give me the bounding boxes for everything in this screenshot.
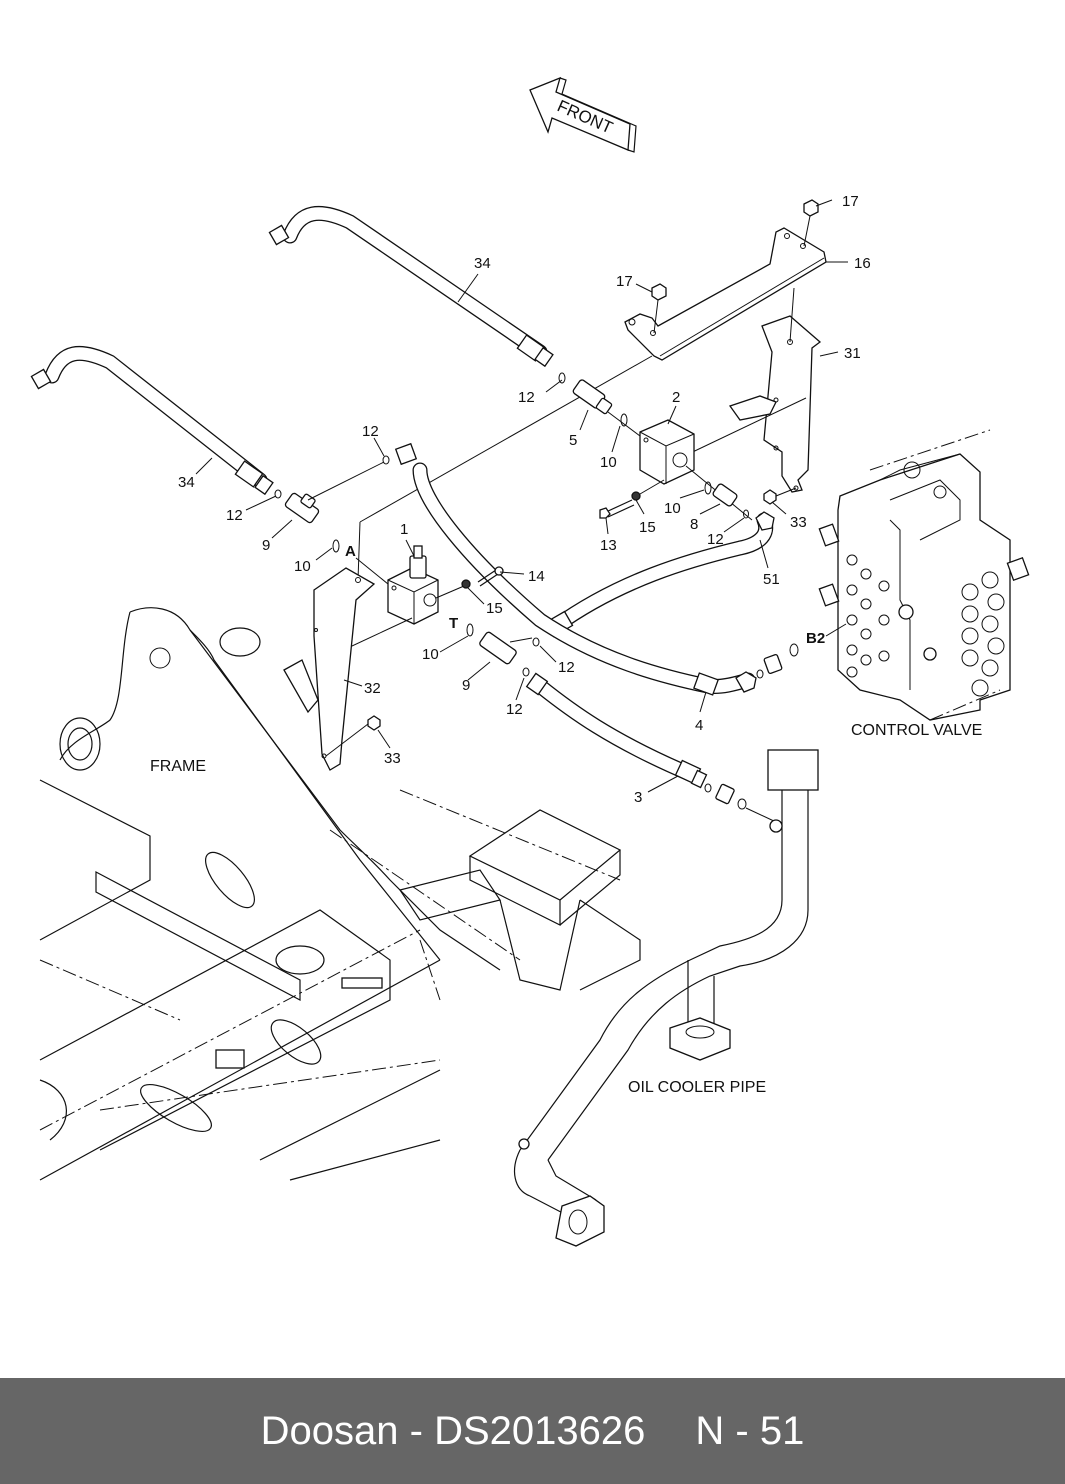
fitting-8: [712, 483, 738, 507]
caption-oil-cooler-pipe: OIL COOLER PIPE: [628, 1079, 766, 1096]
hose-4: [394, 442, 757, 696]
oring-10d: [466, 623, 474, 637]
control-valve: [818, 429, 1030, 721]
callout-17: 17: [842, 193, 859, 210]
oring-12e: [532, 637, 540, 647]
oring-3a: [704, 783, 712, 793]
oil-cooler-pipe: [513, 749, 819, 1247]
footer-bar: Doosan - DS2013626 N - 51: [0, 1378, 1065, 1484]
oring-3b: [737, 798, 747, 810]
callout-34: 34: [178, 474, 195, 491]
callout-31: 31: [844, 345, 861, 362]
footer-separator: -: [409, 1408, 423, 1453]
bolt-17-right: [803, 199, 819, 247]
frame: [39, 607, 641, 1181]
bracket-31: [728, 287, 822, 493]
bolt-33-left: [325, 715, 381, 757]
washer-15b: [461, 579, 471, 589]
oring-b2-b: [789, 643, 799, 657]
callout-2: 2: [672, 389, 680, 406]
callout-1: 1: [400, 521, 408, 538]
callout-12: 12: [518, 389, 535, 406]
bolt-33-right: [763, 487, 797, 505]
adapter-b2: [763, 654, 783, 674]
front-arrow: FRONT: [529, 76, 637, 153]
screw-14: [477, 566, 504, 587]
callout-12: 12: [362, 423, 379, 440]
callout-33: 33: [384, 750, 401, 767]
bolt-17-left: [651, 283, 667, 334]
callout-13: 13: [600, 537, 617, 554]
callout-51: 51: [763, 571, 780, 588]
footer-page-ref: N - 51: [695, 1408, 805, 1453]
callout-15: 15: [639, 519, 656, 536]
mount-line-2: [357, 521, 361, 581]
fitting-9-upper: [284, 492, 320, 524]
valve-block-2: [639, 419, 695, 485]
footer-part-number: DS2013626: [434, 1408, 646, 1453]
callout-10: 10: [600, 454, 617, 471]
callout-8: 8: [690, 516, 698, 533]
oring-12a: [558, 372, 566, 384]
bracket-32: [283, 567, 376, 771]
bolt-13: [599, 499, 635, 519]
callout-32: 32: [364, 680, 381, 697]
oring-10c: [332, 539, 340, 553]
callout-15: 15: [486, 600, 503, 617]
oring-12c: [382, 455, 390, 465]
oring-b2-a: [756, 669, 764, 679]
callout-9: 9: [262, 537, 270, 554]
hose-34-lower: [30, 346, 274, 496]
callout-14: 14: [528, 568, 545, 585]
callout-17: 17: [616, 273, 633, 290]
adapter-3: [715, 783, 735, 805]
bracket-16: [624, 227, 827, 361]
callout-4: 4: [695, 717, 703, 734]
oring-12b: [743, 509, 749, 519]
callout-10: 10: [422, 646, 439, 663]
callout-5: 5: [569, 432, 577, 449]
callout-33: 33: [790, 514, 807, 531]
callout-10: 10: [664, 500, 681, 517]
oring-12d: [274, 489, 282, 499]
callout-12: 12: [558, 659, 575, 676]
caption-frame: FRAME: [150, 758, 206, 775]
port-label-a: A: [345, 543, 356, 560]
washer-15a: [631, 491, 641, 501]
callout-3: 3: [634, 789, 642, 806]
callout-12: 12: [226, 507, 243, 524]
leader-lines: [195, 199, 848, 793]
hose-34-upper: [268, 205, 554, 368]
port-label-b2: B2: [806, 630, 825, 647]
fitting-5: [572, 379, 613, 415]
footer-brand: Doosan: [260, 1408, 399, 1453]
hose-51: [544, 511, 775, 638]
relief-valve-1: [387, 545, 439, 625]
callout-12: 12: [506, 701, 523, 718]
parts-diagram: FRONT: [30, 76, 1030, 1247]
oring-10b: [704, 481, 712, 495]
hose-3: [525, 672, 708, 789]
caption-control-valve: CONTROL VALVE: [851, 722, 982, 739]
callout-34: 34: [474, 255, 491, 272]
port-label-t: T: [449, 615, 458, 632]
oring-12f: [522, 667, 530, 677]
mount-line-3: [679, 397, 807, 459]
fitting-9-lower: [479, 631, 517, 665]
callout-16: 16: [854, 255, 871, 272]
callout-12: 12: [707, 531, 724, 548]
callout-10: 10: [294, 558, 311, 575]
mount-line-1: [359, 355, 653, 523]
callout-9: 9: [462, 677, 470, 694]
oring-10a: [620, 413, 628, 427]
